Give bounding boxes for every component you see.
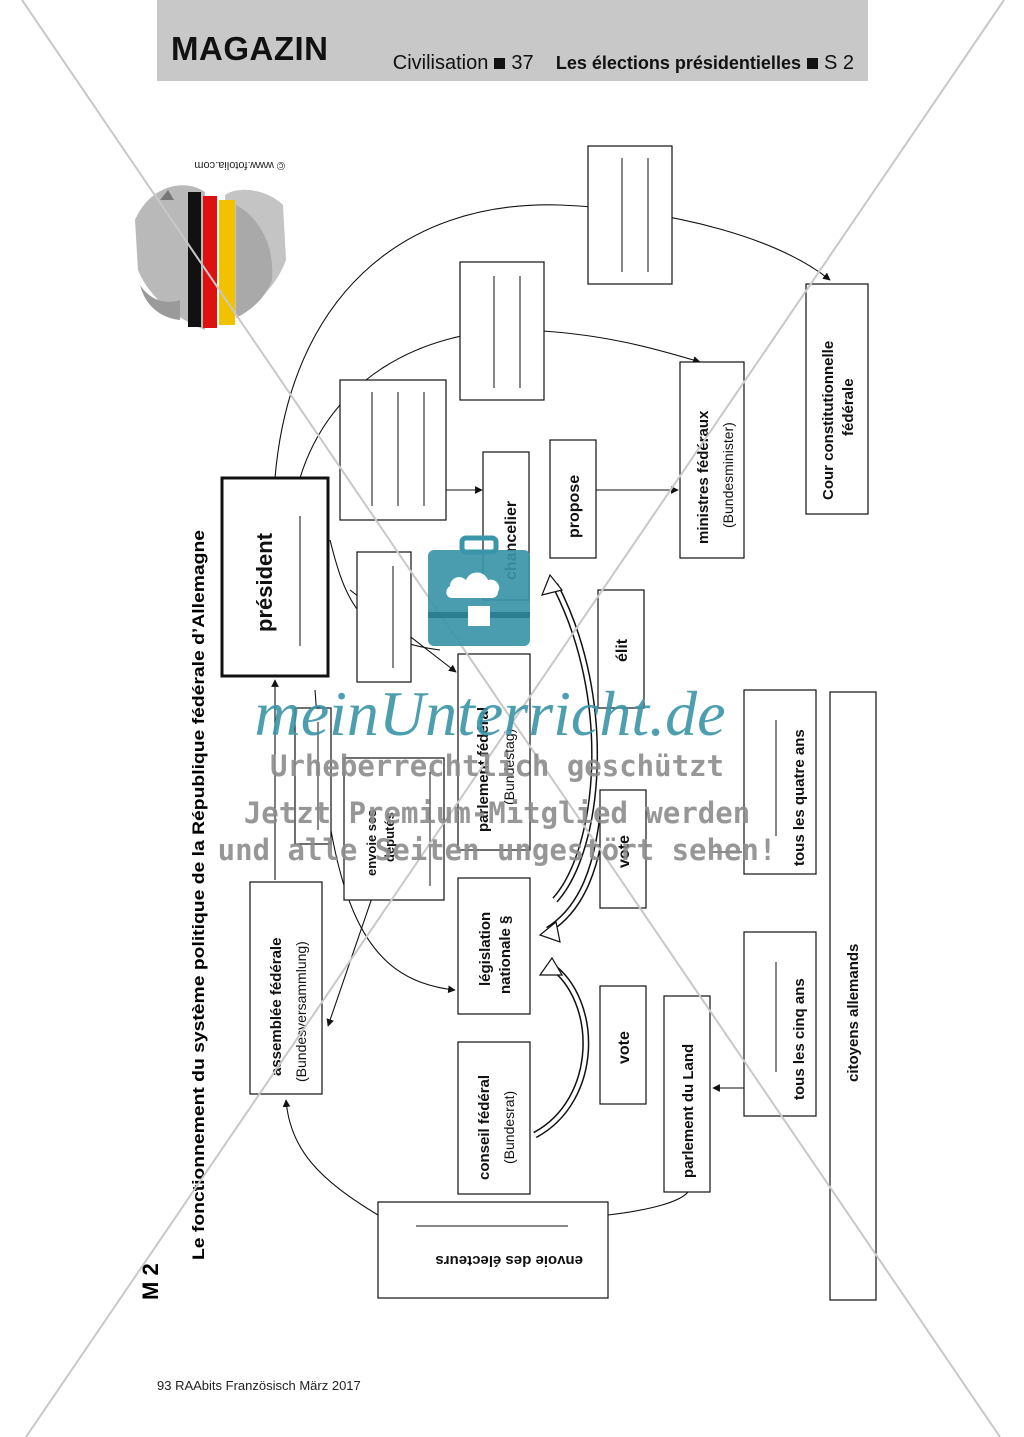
cinq-ans-label: tous les cinq ans (791, 978, 808, 1100)
blank-box-3 (339, 379, 447, 521)
parlement-german: (Bundestag) (501, 729, 517, 805)
answer-lines (299, 158, 777, 1227)
propose-label: propose (566, 475, 583, 538)
box-labels: président chancelier propose ministres f… (252, 341, 862, 1269)
flag-gold-stripe (219, 200, 235, 325)
assemblee-box (249, 881, 323, 1095)
watermark-brand: meinUnterricht.de (255, 678, 726, 749)
vote-box-2 (599, 985, 647, 1105)
watermark-line-3: und alle Seiten ungestört sehen! (218, 833, 777, 867)
assemblee-label: assemblée fédérale (268, 938, 285, 1076)
blank-box-4 (356, 551, 412, 683)
quatre-ans-label: tous les quatre ans (791, 729, 808, 866)
magazine-title: MAGAZIN (171, 30, 329, 67)
photo-credit: © www.fotolia.com (194, 159, 285, 171)
header-right: Civilisation 37 Les élections présidentie… (393, 52, 854, 75)
header-number: 37 (511, 52, 534, 74)
vote-label-1: vote (616, 835, 633, 868)
page-footer: 93 RAAbits Französisch März 2017 (157, 1378, 361, 1393)
legislation-label-1: législation (477, 912, 494, 986)
vote-label-2: vote (616, 1031, 633, 1064)
propose-box (549, 439, 597, 559)
material-label: M 2 (138, 1263, 163, 1300)
parlement-label: parlement fédéral (475, 707, 492, 832)
elit-box (597, 589, 645, 709)
parlement-box (457, 653, 531, 851)
conseil-german: (Bundesrat) (501, 1091, 517, 1164)
page-header: MAGAZIN Civilisation 37 Les élections pré… (157, 0, 868, 81)
header-section: Civilisation (392, 52, 489, 74)
material-title: Le fonctionnement du système politique d… (189, 530, 208, 1260)
flag-black-stripe (188, 192, 201, 327)
parlement-land-box (663, 995, 711, 1193)
assemblee-german: (Bundesversammlung) (293, 941, 309, 1082)
ministres-label: ministres fédéraux (695, 410, 712, 544)
flag-red-stripe (203, 196, 217, 328)
legislation-box (457, 877, 531, 1015)
vote-box-1 (599, 789, 647, 909)
conseil-box (457, 1041, 531, 1195)
blank-box-2 (459, 261, 545, 401)
envoie-box (343, 757, 445, 901)
president-label: président (252, 532, 277, 632)
electeurs-label: envoie des électeurs (435, 1252, 583, 1269)
watermark-line-2: Jetzt Premium-Mitglied werden (244, 796, 750, 830)
cour-label-1: Cour constitutionnelle (820, 341, 837, 500)
envoie-label-1: envoie ses (364, 810, 379, 877)
elit-label: élit (614, 638, 631, 662)
briefcase-cloud-icon (428, 535, 530, 646)
header-page: S 2 (823, 52, 854, 74)
blank-box-1 (587, 145, 673, 285)
legislation-label-2: nationale § (497, 916, 514, 994)
citoyens-label: citoyens allemands (845, 944, 862, 1082)
conseil-label: conseil fédéral (476, 1075, 493, 1180)
parlement-land-label: parlement du Land (680, 1044, 697, 1178)
cour-label-2: fédérale (840, 378, 857, 436)
watermark-line-1: Urheberrechtlich geschützt (270, 749, 724, 783)
quatre-ans-box (743, 689, 817, 875)
square-bullet-icon (806, 57, 818, 69)
envoie-label-2: députés (382, 812, 397, 862)
square-bullet-icon (494, 57, 506, 69)
cour-box (805, 283, 869, 515)
ministres-german: (Bundesminister) (720, 422, 736, 528)
header-topic: Les élections présidentielles (555, 53, 801, 73)
cinq-ans-box (743, 931, 817, 1117)
double-arrows (533, 573, 609, 1139)
electeurs-box (377, 1201, 609, 1299)
german-eagle-logo (135, 185, 286, 330)
president-box (220, 476, 330, 678)
blank-box-5 (294, 707, 332, 845)
watermark: meinUnterricht.de Urheberrechtlich gesch… (21, 0, 1005, 1437)
